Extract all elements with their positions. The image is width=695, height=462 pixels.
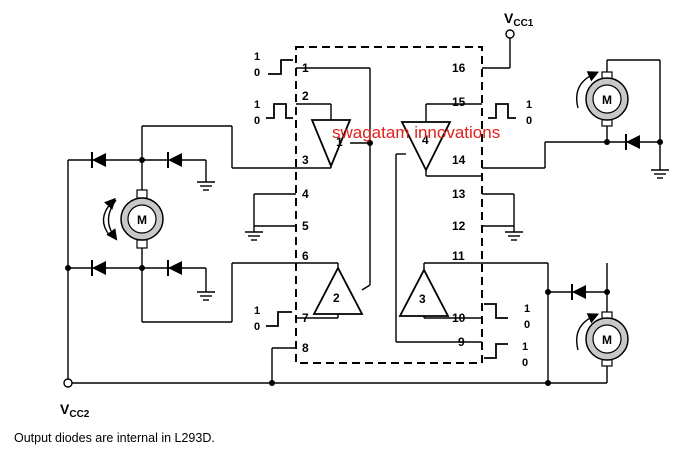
svg-text:0: 0: [524, 319, 530, 331]
pin-3: 3: [302, 153, 309, 167]
right-top-motor-network: M: [576, 59, 663, 170]
pin-5: 5: [302, 219, 309, 233]
right-bottom-motor-label: M: [602, 333, 612, 347]
driver-1: 1: [296, 103, 352, 169]
svg-text:0: 0: [526, 115, 532, 127]
svg-text:0: 0: [254, 67, 260, 79]
rotation-arrow-icon: [576, 313, 600, 351]
pin-13: 13: [452, 187, 466, 201]
svg-text:1: 1: [254, 99, 260, 111]
svg-text:1: 1: [254, 51, 260, 63]
footnote: Output diodes are internal in L293D.: [14, 431, 215, 445]
rotation-arrow-icon: [106, 199, 118, 241]
driver-2-label: 2: [333, 291, 340, 305]
svg-text:1: 1: [522, 341, 528, 353]
pin-9: 9: [458, 335, 465, 349]
pin-1: 1: [302, 61, 309, 75]
pin-6: 6: [302, 249, 309, 263]
pin-12: 12: [452, 219, 466, 233]
driver-2: 2: [296, 262, 364, 319]
pin-7: 7: [302, 311, 309, 325]
right-pin-wires: [482, 38, 607, 293]
ic-outline: [295, 46, 483, 364]
vcc1-terminal: [505, 29, 515, 39]
driver-1-label: 1: [336, 135, 343, 149]
svg-text:1: 1: [526, 99, 532, 111]
driver-4-label: 4: [422, 133, 429, 147]
pin-numbers: 1 2 3 4 5 6 7 8 9 10 11 12 13 14 15 16: [302, 61, 466, 355]
pin-16: 16: [452, 61, 466, 75]
svg-text:1: 1: [524, 303, 530, 315]
pin-14: 14: [452, 153, 466, 167]
ground-symbols: [197, 169, 669, 301]
svg-text:0: 0: [254, 115, 260, 127]
driver-4: 4: [400, 103, 482, 177]
driver-3-label: 3: [419, 292, 426, 306]
vcc1-label: VCC1: [504, 10, 534, 29]
svg-text:1: 1: [254, 305, 260, 317]
left-motor-label: M: [137, 213, 147, 227]
left-motor-network: M: [65, 126, 207, 383]
svg-text:0: 0: [254, 321, 260, 333]
svg-text:0: 0: [522, 357, 528, 369]
rotation-arrow-icon: [576, 71, 600, 109]
watermark-text: swagatam innovations: [332, 123, 500, 142]
pin-2: 2: [302, 89, 309, 103]
right-top-motor-label: M: [602, 93, 612, 107]
enable-lines: [296, 67, 482, 343]
pin-4: 4: [302, 187, 309, 201]
pin-15: 15: [452, 95, 466, 109]
pin-11: 11: [452, 249, 465, 263]
vcc2-label: VCC2: [60, 401, 90, 420]
right-bottom-motor-network: M: [545, 263, 629, 383]
pin-8: 8: [302, 341, 309, 355]
pin-10: 10: [452, 311, 466, 325]
vcc2-bus: [63, 378, 607, 388]
left-pin-wires: [142, 125, 296, 383]
input-signals: 1 0 1 0 1 0 1 0 1 0 1 0: [254, 51, 532, 369]
driver-3: 3: [398, 262, 482, 319]
